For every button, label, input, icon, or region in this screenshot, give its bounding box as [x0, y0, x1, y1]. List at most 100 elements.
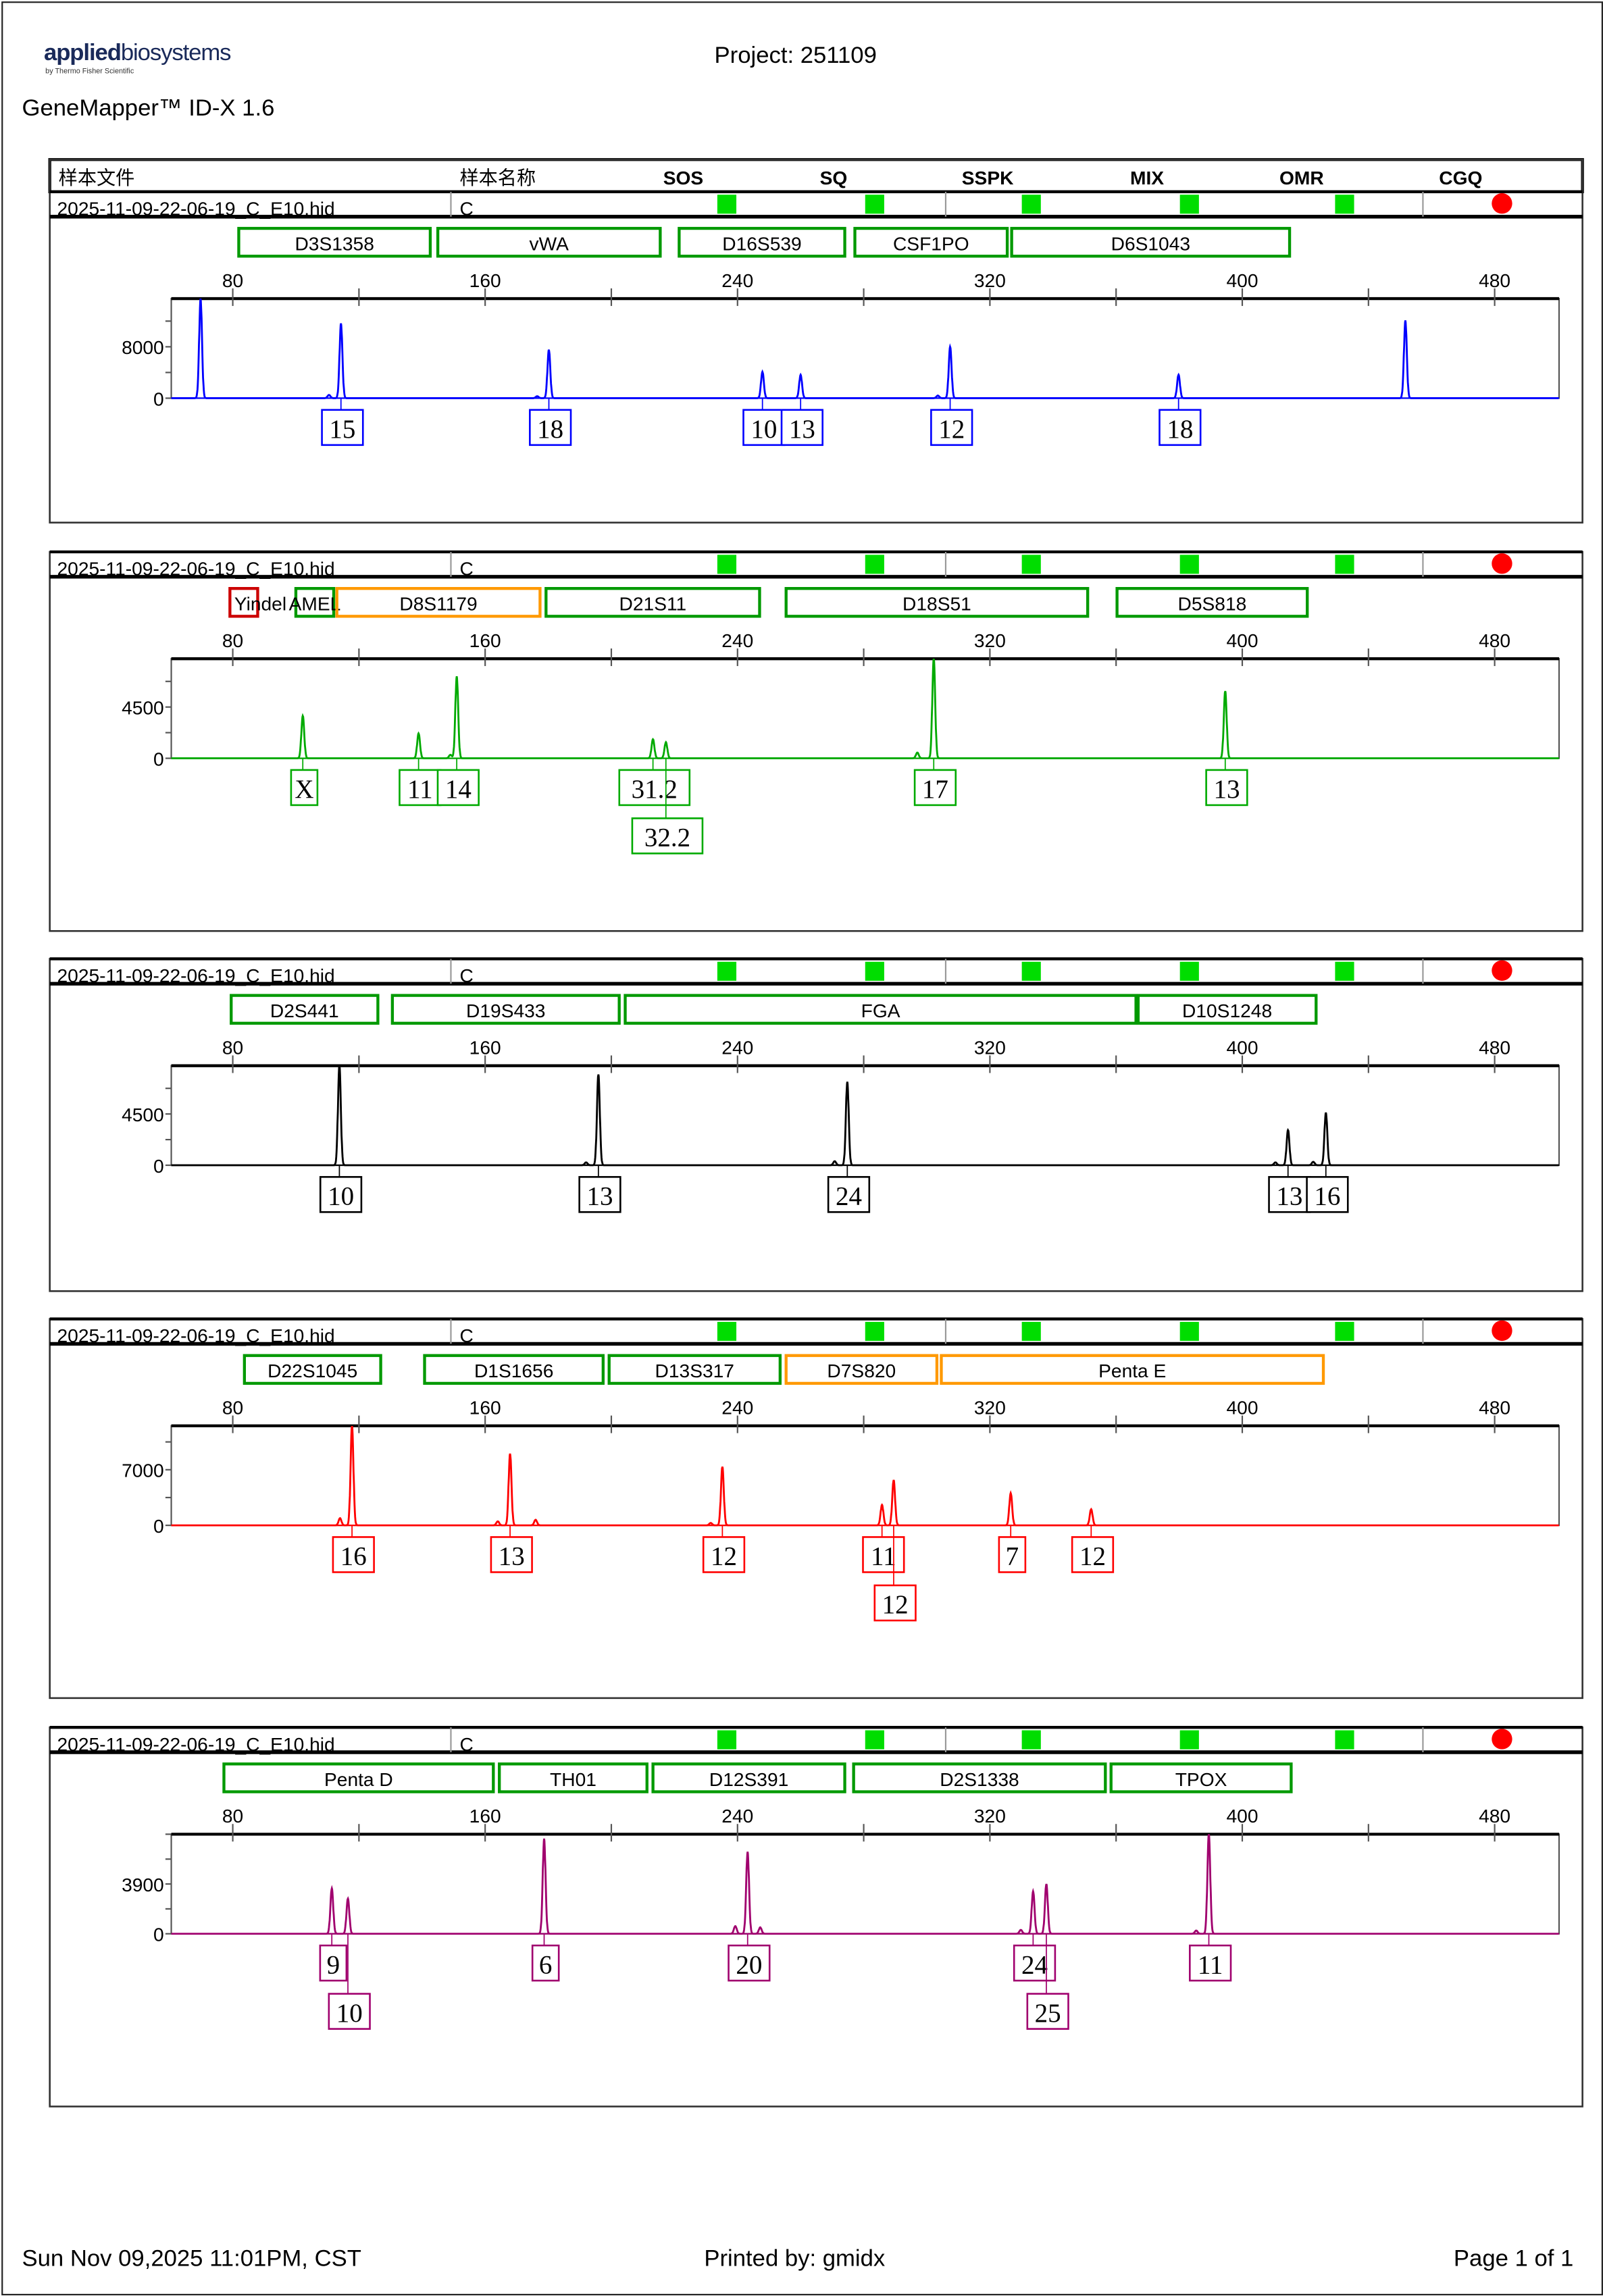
allele-call-box	[578, 1176, 621, 1213]
x-tick-label: 480	[1479, 1805, 1510, 1827]
allele-call-box	[531, 1944, 560, 1982]
x-tick-label: 400	[1227, 1396, 1258, 1418]
quality-pass-icon	[865, 1321, 884, 1342]
allele-call-box	[998, 1536, 1027, 1573]
allele-call-box	[321, 409, 364, 447]
allele-call-label: 17	[922, 775, 948, 804]
locus-bin-d5s818	[1115, 587, 1309, 618]
locus-label: CSF1PO	[893, 233, 969, 255]
allele-call-box	[702, 1536, 746, 1573]
y-tick-label: 4500	[122, 1104, 164, 1125]
locus-label: D5S818	[1178, 593, 1247, 615]
locus-bin-penta-e	[940, 1354, 1325, 1385]
allele-call-box	[290, 769, 319, 807]
x-tick-label: 80	[222, 1396, 243, 1418]
allele-call-label: 18	[1167, 415, 1193, 444]
quality-pass-icon	[865, 961, 884, 981]
allele-call-label: 11	[871, 1542, 896, 1571]
locus-bin-d8s1179	[335, 587, 542, 618]
x-tick-label: 480	[1479, 270, 1510, 291]
x-tick-label: 480	[1479, 1036, 1510, 1058]
quality-pass-icon	[1335, 961, 1354, 981]
app-title: GeneMapper™ ID-X 1.6	[22, 97, 275, 122]
locus-label: D12S391	[709, 1768, 788, 1790]
locus-label: TPOX	[1175, 1768, 1227, 1790]
locus-bin-d18s51	[784, 587, 1090, 618]
locus-bin-penta-d	[222, 1762, 495, 1793]
quality-pass-icon	[1021, 555, 1041, 574]
x-tick-label: 160	[469, 630, 501, 651]
quality-pass-icon	[1021, 1321, 1041, 1342]
allele-call-label: 12	[882, 1590, 909, 1619]
allele-call-label: 10	[336, 1999, 363, 2028]
locus-bin-th01	[498, 1762, 648, 1793]
x-tick-label: 240	[721, 1036, 753, 1058]
y-tick-label: 0	[153, 388, 164, 409]
allele-call-label: 12	[938, 415, 965, 444]
allele-call-box	[319, 1944, 348, 1982]
allele-call-label: 7	[1006, 1542, 1019, 1571]
locus-bin-d22s1045	[243, 1354, 382, 1385]
allele-call-label: 18	[537, 415, 563, 444]
allele-call-label: 31.2	[632, 775, 678, 804]
allele-call-box	[1071, 1536, 1115, 1573]
applied-biosystems-logo: appliedbiosystems	[44, 41, 231, 68]
locus-label: Yindel	[234, 593, 286, 615]
panel-frame	[49, 158, 1583, 524]
allele-call-label: 24	[1021, 1950, 1048, 1979]
sample-name: C	[459, 1325, 473, 1346]
locus-label: D18S51	[902, 593, 971, 615]
locus-label: D22S1045	[268, 1360, 357, 1381]
footer-page-number: Page 1 of 1	[1453, 2247, 1574, 2272]
allele-call-box	[728, 1944, 771, 1982]
column-header: CGQ	[1439, 167, 1482, 188]
cgq-fail-icon	[1492, 193, 1512, 214]
plot-area	[170, 1065, 1560, 1167]
quality-pass-icon	[1335, 555, 1354, 574]
quality-pass-icon	[1179, 1730, 1199, 1750]
locus-label: Penta E	[1098, 1360, 1166, 1381]
quality-pass-icon	[1179, 961, 1199, 981]
y-tick-label: 4500	[122, 697, 164, 719]
locus-bin-d1s1656	[423, 1354, 605, 1385]
locus-bin-d2s1338	[852, 1762, 1107, 1793]
locus-label: D21S11	[619, 593, 687, 615]
x-tick-label: 80	[222, 630, 243, 651]
x-tick-label: 400	[1227, 270, 1258, 291]
allele-call-label: 11	[407, 775, 433, 804]
column-header: 样本文件	[59, 167, 135, 188]
locus-label: FGA	[861, 1000, 900, 1021]
locus-bin-csf1po	[853, 226, 1009, 258]
allele-call-label: 16	[340, 1542, 367, 1571]
locus-bin-amel	[294, 587, 336, 618]
y-tick-label: 7000	[122, 1460, 164, 1481]
footer-printed-by: Printed by: gmidx	[704, 2247, 886, 2272]
allele-call-box	[319, 1176, 363, 1213]
x-tick-label: 80	[222, 1805, 243, 1827]
table-header-row	[48, 158, 1584, 194]
sample-name: C	[459, 198, 473, 220]
quality-pass-icon	[1021, 1730, 1041, 1750]
yellow-dye-trace	[171, 1065, 1559, 1167]
quality-pass-icon	[865, 1730, 884, 1750]
locus-bin-d6s1043	[1010, 226, 1292, 258]
quality-pass-icon	[1021, 195, 1041, 214]
cgq-fail-icon	[1492, 960, 1512, 981]
x-tick-label: 80	[222, 270, 243, 291]
allele-call-box	[1268, 1176, 1311, 1213]
locus-bin-d10s1248	[1136, 994, 1318, 1025]
x-tick-label: 160	[469, 1396, 501, 1418]
y-tick-label: 0	[153, 1155, 164, 1177]
sample-name: C	[459, 1733, 473, 1755]
allele-call-box	[827, 1176, 871, 1213]
allele-call-label: 13	[1276, 1182, 1302, 1211]
allele-call-label: 20	[736, 1950, 762, 1979]
x-tick-label: 240	[721, 270, 753, 291]
quality-pass-icon	[865, 195, 884, 214]
locus-label: D7S820	[827, 1360, 896, 1381]
allele-call-box	[930, 409, 973, 447]
plot-area	[170, 658, 1560, 759]
x-tick-label: 320	[974, 270, 1006, 291]
